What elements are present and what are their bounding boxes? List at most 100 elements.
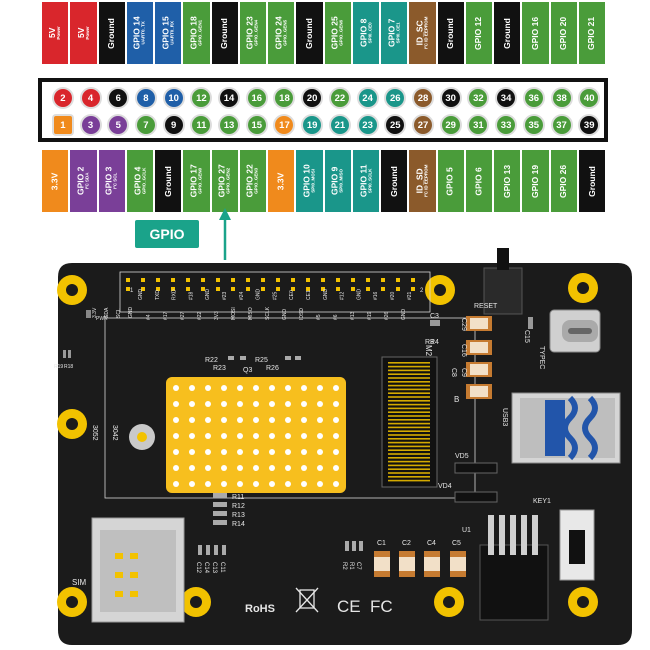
heatsink-dot <box>189 401 195 407</box>
header-silk-label: SCLK <box>265 306 271 320</box>
board-header-pin <box>201 278 205 282</box>
m2-pin <box>388 362 430 364</box>
m2-pin <box>388 411 430 413</box>
header-silk-label: GND <box>138 289 144 301</box>
m2-silk: M2 <box>424 345 433 357</box>
pin-function-label: GPIO 16 <box>522 2 549 64</box>
pin-10: 10 <box>161 86 187 110</box>
m2-pin <box>388 430 430 432</box>
c5-silk: C5 <box>452 540 461 547</box>
c15-silk: C15 <box>523 330 530 343</box>
pin-number: 16 <box>247 89 266 107</box>
pin-24: 24 <box>355 86 381 110</box>
r4-silk: R4 <box>430 339 439 346</box>
m2-connector <box>381 356 438 488</box>
pin-function-label: 3.3V <box>42 150 69 212</box>
m2-pin <box>388 377 430 379</box>
pin40-silk: 2 <box>420 288 424 294</box>
sim-silk: SIM <box>72 578 87 587</box>
weee-bin-icon <box>295 587 319 613</box>
pin-number: 34 <box>497 89 516 107</box>
r19-silk: R19 <box>54 364 63 370</box>
r11-r14-resistors <box>213 493 227 525</box>
fc-logo: FC <box>370 597 393 616</box>
heatsink-dot <box>205 465 211 471</box>
pin-9: 9 <box>161 113 187 137</box>
pin-30: 30 <box>438 86 464 110</box>
board-header-pin <box>216 287 220 291</box>
pin-3: 3 <box>78 113 104 137</box>
header-silk-label: CE0 <box>289 290 295 300</box>
pin-number: 10 <box>164 89 183 107</box>
pin-number: 36 <box>524 89 543 107</box>
pin-29: 29 <box>438 113 464 137</box>
board-header-pin <box>141 287 145 291</box>
pin-number: 18 <box>275 89 294 107</box>
reset-silk: RESET <box>474 303 498 310</box>
heatsink-dot <box>221 449 227 455</box>
pin-32: 32 <box>466 86 492 110</box>
pin-4: 4 <box>78 86 104 110</box>
sim-contacts <box>115 553 138 597</box>
gpio-arrow-icon <box>219 208 231 260</box>
rohs-logo: RoHS <box>245 603 275 615</box>
usb3-silk: USB3 <box>501 408 508 426</box>
typec-silk: TYPEC <box>538 346 545 369</box>
board-header-pin <box>381 278 385 282</box>
u1-contacts <box>488 515 538 555</box>
heatsink-dot <box>301 401 307 407</box>
board-header-pin <box>276 287 280 291</box>
heatsink-dot <box>173 481 179 487</box>
heatsink-dot <box>173 401 179 407</box>
pin-number: 29 <box>441 116 460 134</box>
heatsink-dot <box>269 433 275 439</box>
size-3052-silk: 3052 <box>91 425 98 441</box>
heatsink-dot <box>269 481 275 487</box>
pin-26: 26 <box>382 86 408 110</box>
mount-hole-bottom-right <box>434 587 464 617</box>
pin-2: 2 <box>50 86 76 110</box>
pin-number: 14 <box>220 89 239 107</box>
pin-function-label: GPIO 26 <box>550 150 577 212</box>
board-header-pin <box>381 287 385 291</box>
mount-hole-bottom-left <box>57 587 87 617</box>
header-silk-label: GND <box>205 289 211 301</box>
pin-number: 23 <box>358 116 377 134</box>
header-silk-label: #5 <box>316 314 322 320</box>
pin-11: 11 <box>189 113 215 137</box>
heatsink-dot <box>189 433 195 439</box>
m2-pin <box>388 460 430 463</box>
heatsink-dot <box>173 417 179 423</box>
heatsink-dot <box>221 433 227 439</box>
m2-pin <box>388 441 430 444</box>
pin-number: 20 <box>303 89 322 107</box>
pin-number: 6 <box>109 89 128 107</box>
heatsink-dot <box>333 417 339 423</box>
header-silk-label: #19 <box>367 311 373 320</box>
header-silk-label: #20 <box>390 291 396 300</box>
heatsink-dot <box>253 449 259 455</box>
c8-silk: C8 <box>450 368 457 377</box>
header-silk-label: #13 <box>350 311 356 320</box>
heatsink-dot <box>253 481 259 487</box>
pwr-led <box>86 310 91 318</box>
pin-37: 37 <box>549 113 575 137</box>
pin-13: 13 <box>216 113 242 137</box>
heatsink-dot <box>189 449 195 455</box>
pin-number: 9 <box>164 116 183 134</box>
q3-silk: Q3 <box>243 367 252 374</box>
m2-pin <box>388 407 430 410</box>
header-silk-label: GND <box>356 289 362 301</box>
pin-5: 5 <box>105 113 131 137</box>
pin-number: 25 <box>386 116 405 134</box>
